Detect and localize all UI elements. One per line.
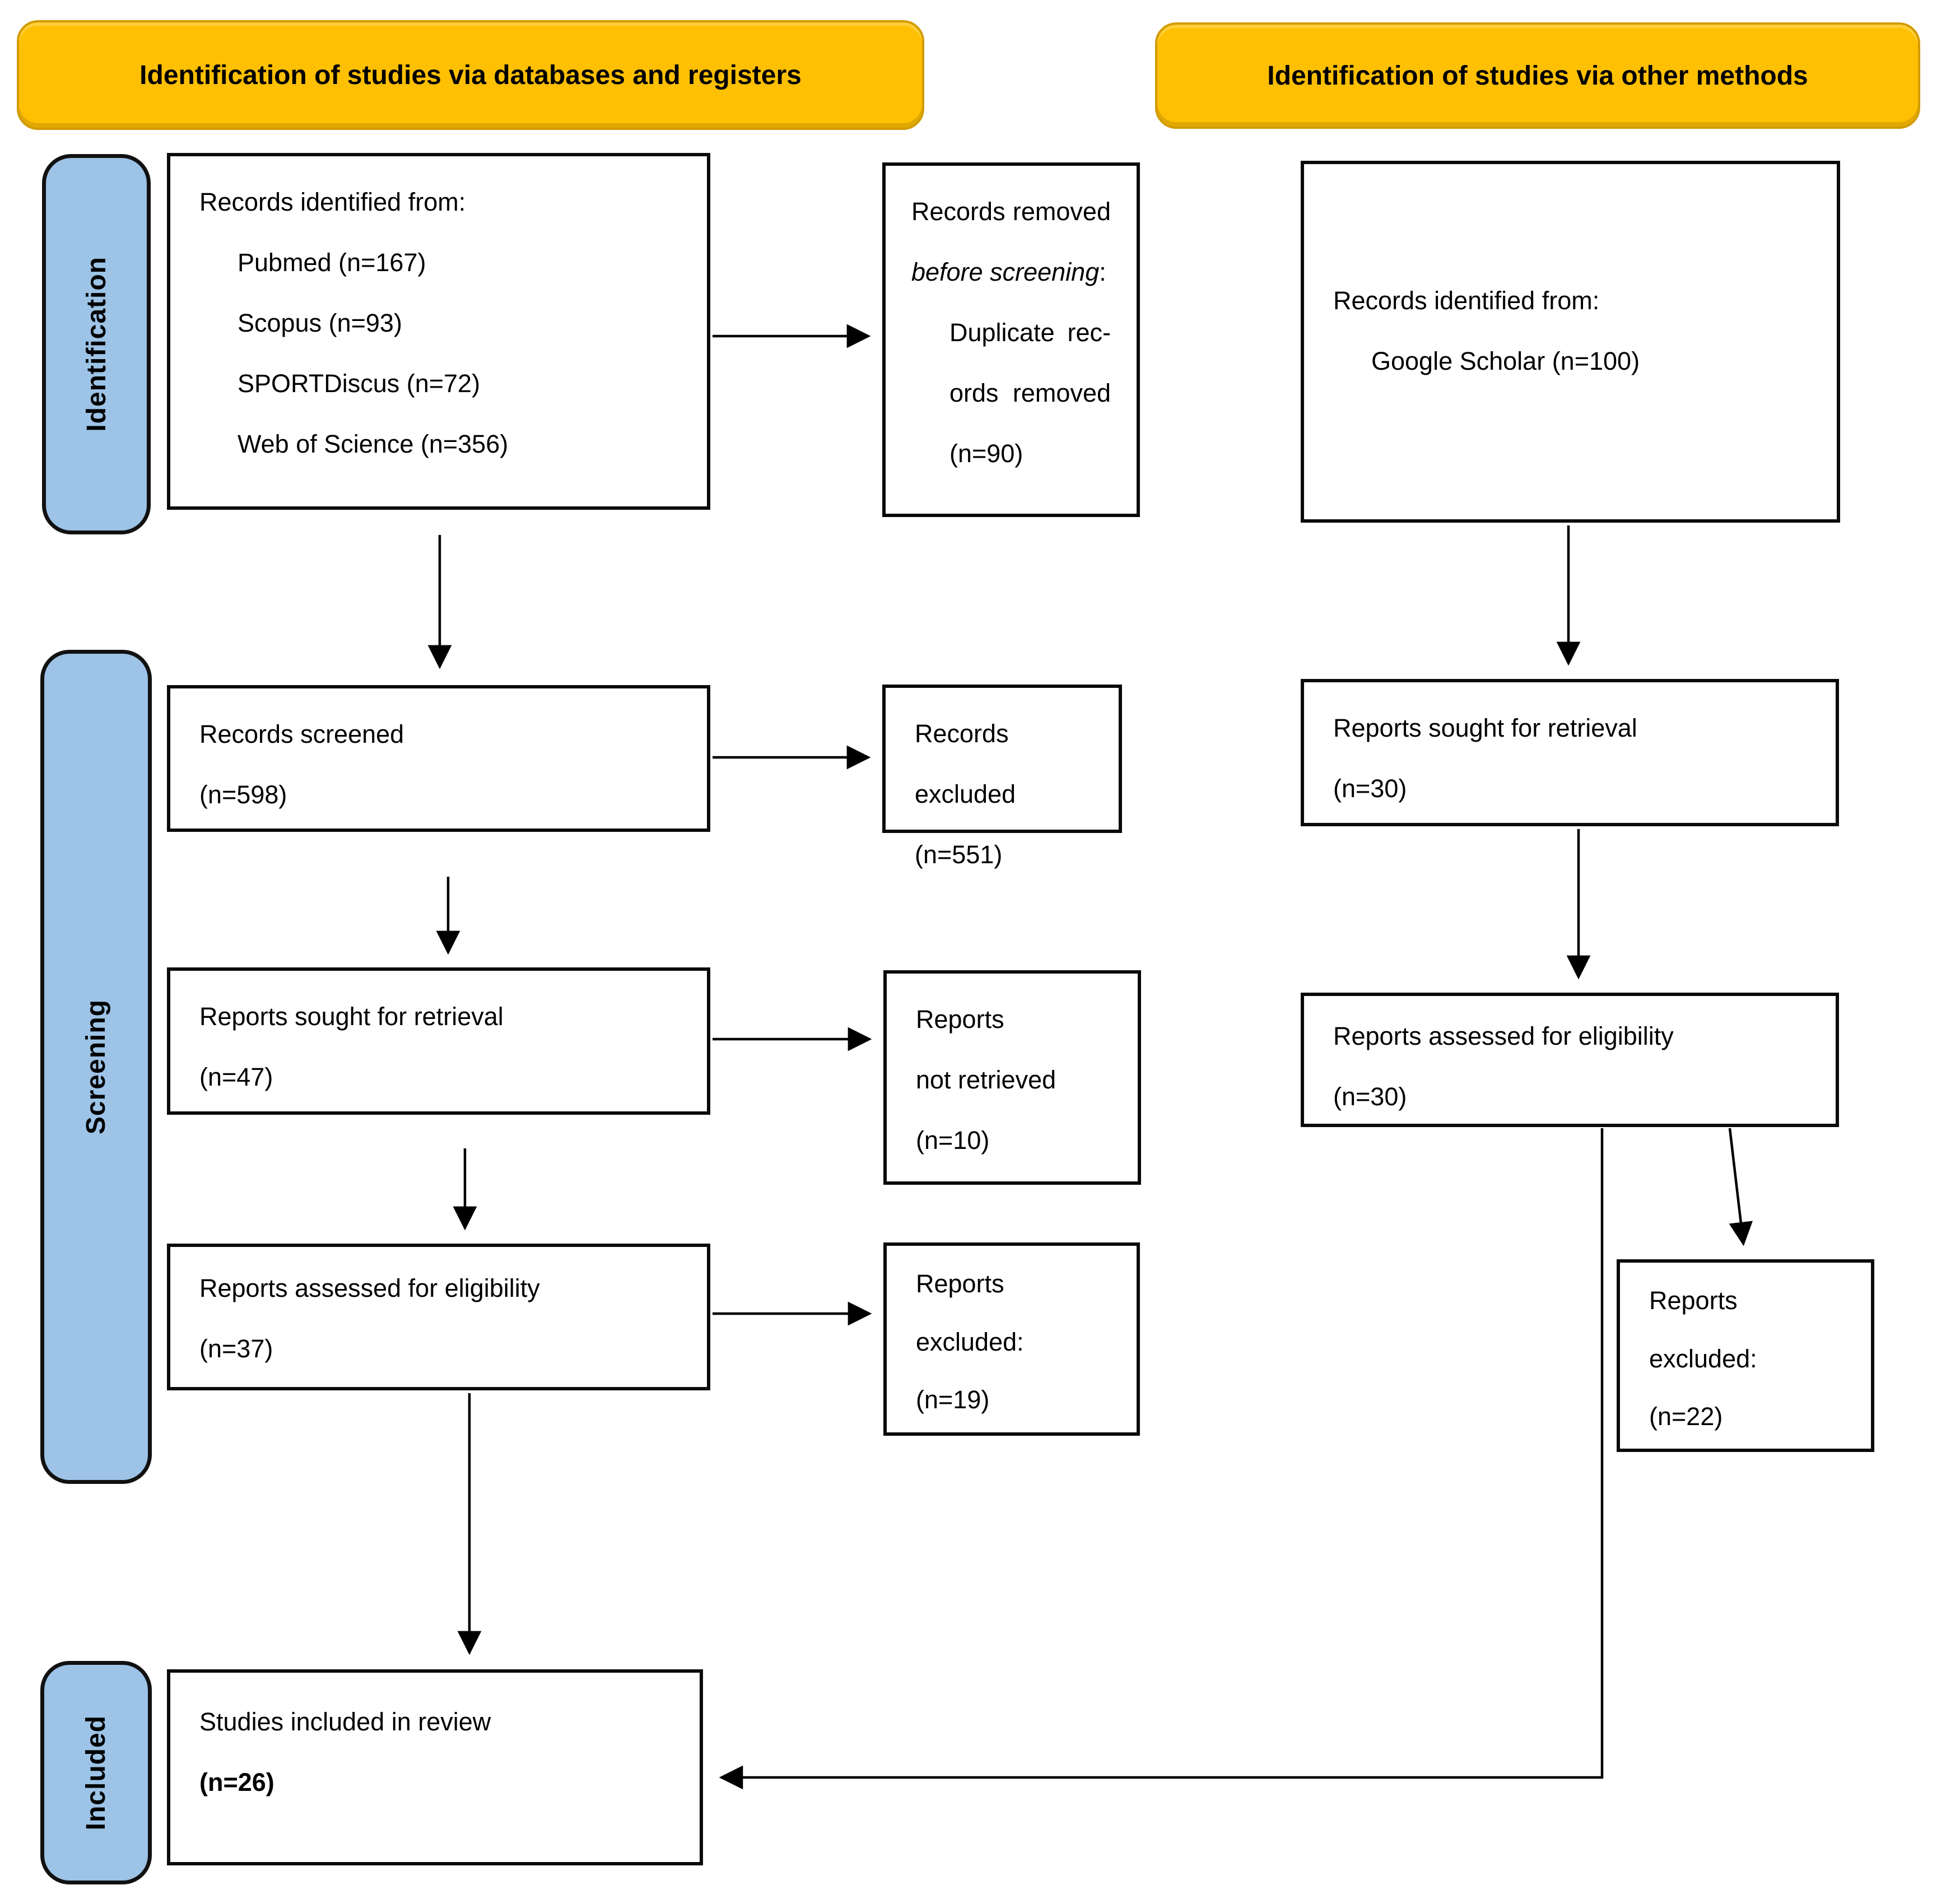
- box-line: (n=90): [949, 439, 1023, 468]
- box-line: (n=19): [916, 1385, 990, 1414]
- box-line: Reports: [916, 1005, 1004, 1034]
- box-line: (n=30): [1333, 774, 1407, 803]
- box-line: (n=30): [1333, 1082, 1407, 1111]
- box-line: Records removed: [911, 197, 1111, 226]
- header-other-methods-label: Identification of studies via other meth…: [1267, 60, 1808, 91]
- header-databases-registers-label: Identification of studies via databases …: [139, 60, 802, 90]
- box-line: Records identified from:: [199, 188, 466, 216]
- arrow-assessed30-to-included: [719, 1128, 1604, 1790]
- box-reports-excluded-19: Reports excluded: (n=19): [883, 1242, 1140, 1436]
- box-records-excluded: Records excluded (n=551): [882, 685, 1122, 869]
- box-reports-assessed-other: Reports assessed for eligibility (n=30): [1301, 993, 1839, 1127]
- arrow-assessed30-to-excluded22: [1728, 1128, 1753, 1246]
- box-reports-sought-retrieval: Reports sought for retrieval (n=47): [167, 967, 710, 1115]
- stage-included: Included: [40, 1661, 152, 1884]
- box-line: Reports assessed for eligibility: [199, 1274, 540, 1302]
- header-other-methods: Identification of studies via other meth…: [1155, 22, 1920, 129]
- box-reports-sought-other: Reports sought for retrieval (n=30): [1301, 679, 1839, 826]
- box-records-removed: Records removed before screening: Duplic…: [882, 162, 1140, 517]
- stage-included-label: Included: [81, 1715, 111, 1831]
- box-studies-included: Studies included in review (n=26): [167, 1669, 703, 1865]
- box-line: Reports: [1649, 1286, 1738, 1315]
- box-line: (n=10): [916, 1126, 990, 1155]
- box-line: (n=26): [199, 1768, 274, 1796]
- box-line: before screening:: [911, 242, 1111, 302]
- box-line: SPORTDiscus (n=72): [238, 369, 481, 398]
- box-line-colon: :: [1099, 258, 1106, 286]
- box-line: (n=47): [199, 1063, 273, 1091]
- box-line: not retrieved: [916, 1065, 1056, 1094]
- box-line: excluded:: [1649, 1344, 1757, 1373]
- box-reports-assessed-eligibility: Reports assessed for eligibility (n=37): [167, 1244, 710, 1390]
- box-line: Scopus (n=93): [238, 309, 402, 337]
- box-line: (n=551): [915, 840, 1003, 869]
- box-records-identified: Records identified from: Pubmed (n=167) …: [167, 153, 710, 510]
- box-line: Reports: [916, 1269, 1004, 1298]
- box-line: Studies included in review: [199, 1707, 491, 1736]
- box-line: Reports assessed for eligibility: [1333, 1022, 1674, 1050]
- box-line: Google Scholar (n=100): [1371, 347, 1640, 375]
- box-line: ords removed: [949, 379, 1111, 407]
- stage-identification-label: Identification: [81, 257, 111, 432]
- box-line: Records identified from:: [1333, 286, 1600, 315]
- box-line: Duplicate rec-: [949, 318, 1111, 347]
- box-line: Web of Science (n=356): [238, 430, 509, 458]
- box-reports-excluded-22: Reports excluded: (n=22): [1617, 1259, 1874, 1452]
- box-line: (n=22): [1649, 1402, 1723, 1431]
- stage-screening-label: Screening: [81, 999, 111, 1135]
- box-line: excluded:: [916, 1327, 1024, 1356]
- box-line: (n=598): [199, 780, 287, 809]
- box-reports-not-retrieved: Reports not retrieved (n=10): [883, 970, 1141, 1185]
- header-databases-registers: Identification of studies via databases …: [17, 20, 924, 130]
- box-line: Records excluded: [915, 719, 1016, 808]
- box-records-screened: Records screened (n=598): [167, 685, 710, 832]
- box-line: Reports sought for retrieval: [199, 1002, 504, 1031]
- stage-identification: Identification: [42, 154, 151, 534]
- stage-screening: Screening: [40, 650, 152, 1484]
- box-line: Reports sought for retrieval: [1333, 714, 1637, 742]
- box-line: (n=37): [199, 1334, 273, 1363]
- box-line: Pubmed (n=167): [238, 248, 426, 277]
- box-line: Records screened: [199, 720, 404, 748]
- box-records-identified-other: Records identified from: Google Scholar …: [1301, 161, 1840, 523]
- box-line-italic: before screening: [911, 258, 1100, 286]
